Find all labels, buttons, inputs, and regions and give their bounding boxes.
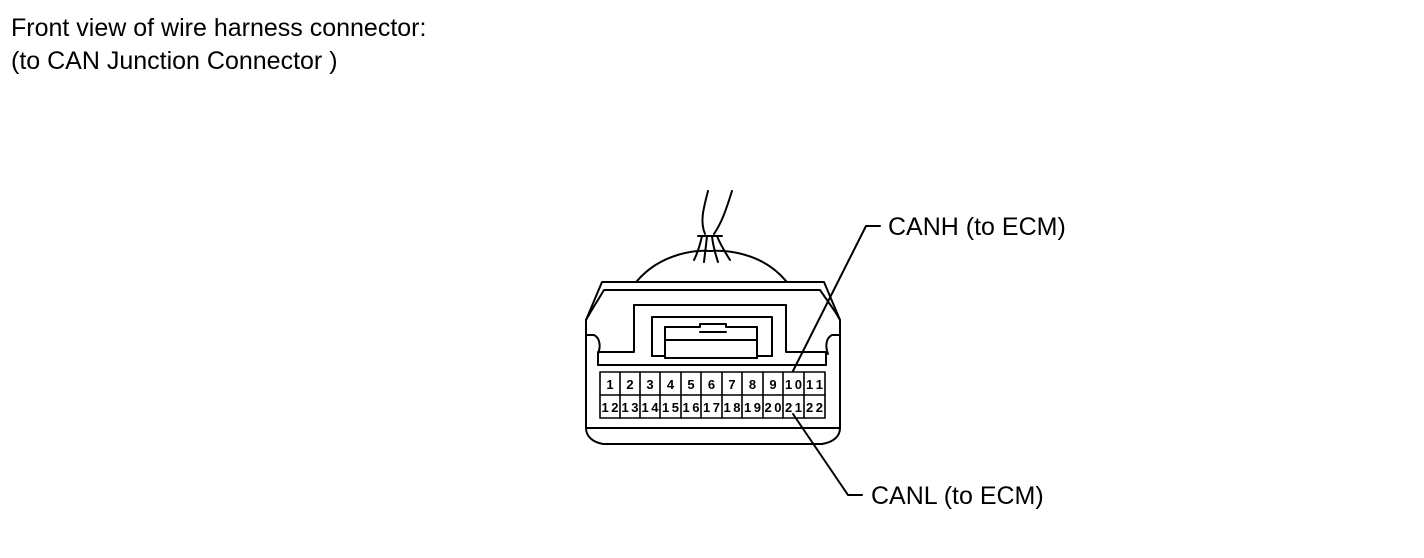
pin-16-label: 16 (683, 400, 700, 415)
diagram-caption-line2: (to CAN Junction Connector ) (11, 47, 338, 75)
pin-10-label: 10 (785, 377, 802, 392)
pin-6-label: 6 (708, 377, 715, 392)
pin-11-label: 11 (806, 377, 823, 392)
pin-4-label: 4 (667, 377, 675, 392)
pin-18-label: 18 (724, 400, 741, 415)
pin-5-label: 5 (687, 377, 694, 392)
pin-22-label: 22 (806, 400, 823, 415)
pin-13-label: 13 (622, 400, 639, 415)
connector-housing (585, 281, 841, 445)
wire-harness (636, 190, 787, 282)
pin-15-label: 15 (662, 400, 679, 415)
canl-leader-line (792, 413, 863, 496)
pin-2-label: 2 (626, 377, 633, 392)
pin-grid (599, 371, 826, 419)
pin-17-label: 17 (703, 400, 720, 415)
canh-leader-line (792, 225, 881, 372)
pin-9-label: 9 (769, 377, 776, 392)
canl-label: CANL (to ECM) (871, 482, 1044, 510)
pin-14-label: 14 (642, 400, 660, 415)
pin-19-label: 19 (744, 400, 761, 415)
pin-21-label: 21 (785, 400, 802, 415)
pin-20-label: 20 (765, 400, 782, 415)
diagram-caption-line1: Front view of wire harness connector: (11, 14, 427, 42)
pin-1-label: 1 (606, 377, 613, 392)
pin-7-label: 7 (728, 377, 735, 392)
pin-8-label: 8 (749, 377, 756, 392)
canh-label: CANH (to ECM) (888, 213, 1066, 241)
pin-12-label: 12 (602, 400, 619, 415)
pin-3-label: 3 (646, 377, 653, 392)
